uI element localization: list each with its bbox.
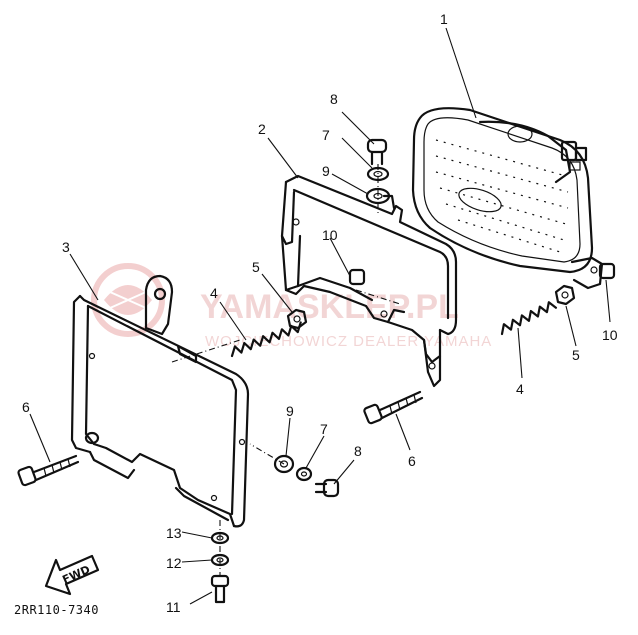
callout-7-top: 7 <box>322 127 330 143</box>
callout-6-right: 6 <box>408 453 416 469</box>
watermark: YAMASKLEP.PL WOJCIECHOWICZ DEALER YAMAHA <box>91 263 491 350</box>
nut-left <box>286 308 308 330</box>
callout-1: 1 <box>440 11 448 27</box>
callout-4-right: 4 <box>516 381 524 397</box>
bolt-top-8 <box>366 138 388 166</box>
mounting-bracket <box>280 174 458 388</box>
callout-8-bottom: 8 <box>354 443 362 459</box>
callout-2: 2 <box>258 121 266 137</box>
callout-4-left: 4 <box>210 285 218 301</box>
headlight-unit <box>411 107 604 290</box>
washer-bottom-7 <box>295 466 313 482</box>
callouts: 1 2 3 4 4 5 5 6 6 7 7 8 8 9 9 10 10 11 1… <box>22 11 618 615</box>
callout-9-bottom: 9 <box>286 403 294 419</box>
headlight-frame <box>70 274 250 528</box>
callout-5-left: 5 <box>252 259 260 275</box>
callout-10-right: 10 <box>602 327 618 343</box>
bolt-bottom-8 <box>314 478 340 498</box>
nut-right <box>554 284 576 306</box>
damper-right-10 <box>598 262 616 280</box>
washer-bottom-9 <box>273 454 295 474</box>
callout-3: 3 <box>62 239 70 255</box>
callout-12: 12 <box>166 555 182 571</box>
leader-lines <box>29 27 611 605</box>
screw-right <box>363 390 424 425</box>
callout-7-bottom: 7 <box>320 421 328 437</box>
callout-8-top: 8 <box>330 91 338 107</box>
fwd-arrow: FWD <box>44 554 100 596</box>
callout-10-center: 10 <box>322 227 338 243</box>
spring-left <box>230 321 302 358</box>
assembly-lines <box>171 164 401 576</box>
callout-11: 11 <box>166 599 181 615</box>
callout-5-right: 5 <box>572 347 580 363</box>
watermark-logo <box>91 263 165 337</box>
watermark-primary: YAMASKLEP.PL <box>200 288 459 326</box>
diagram-code: 2RR110-7340 <box>14 603 99 617</box>
callout-6-left: 6 <box>22 399 30 415</box>
screw-left <box>17 454 80 487</box>
callout-9-top: 9 <box>322 163 330 179</box>
fwd-label: FWD <box>60 563 92 587</box>
damper-center-10 <box>348 268 366 286</box>
screw-11 <box>210 574 230 604</box>
callout-13: 13 <box>166 525 182 541</box>
spring-right <box>500 301 558 336</box>
